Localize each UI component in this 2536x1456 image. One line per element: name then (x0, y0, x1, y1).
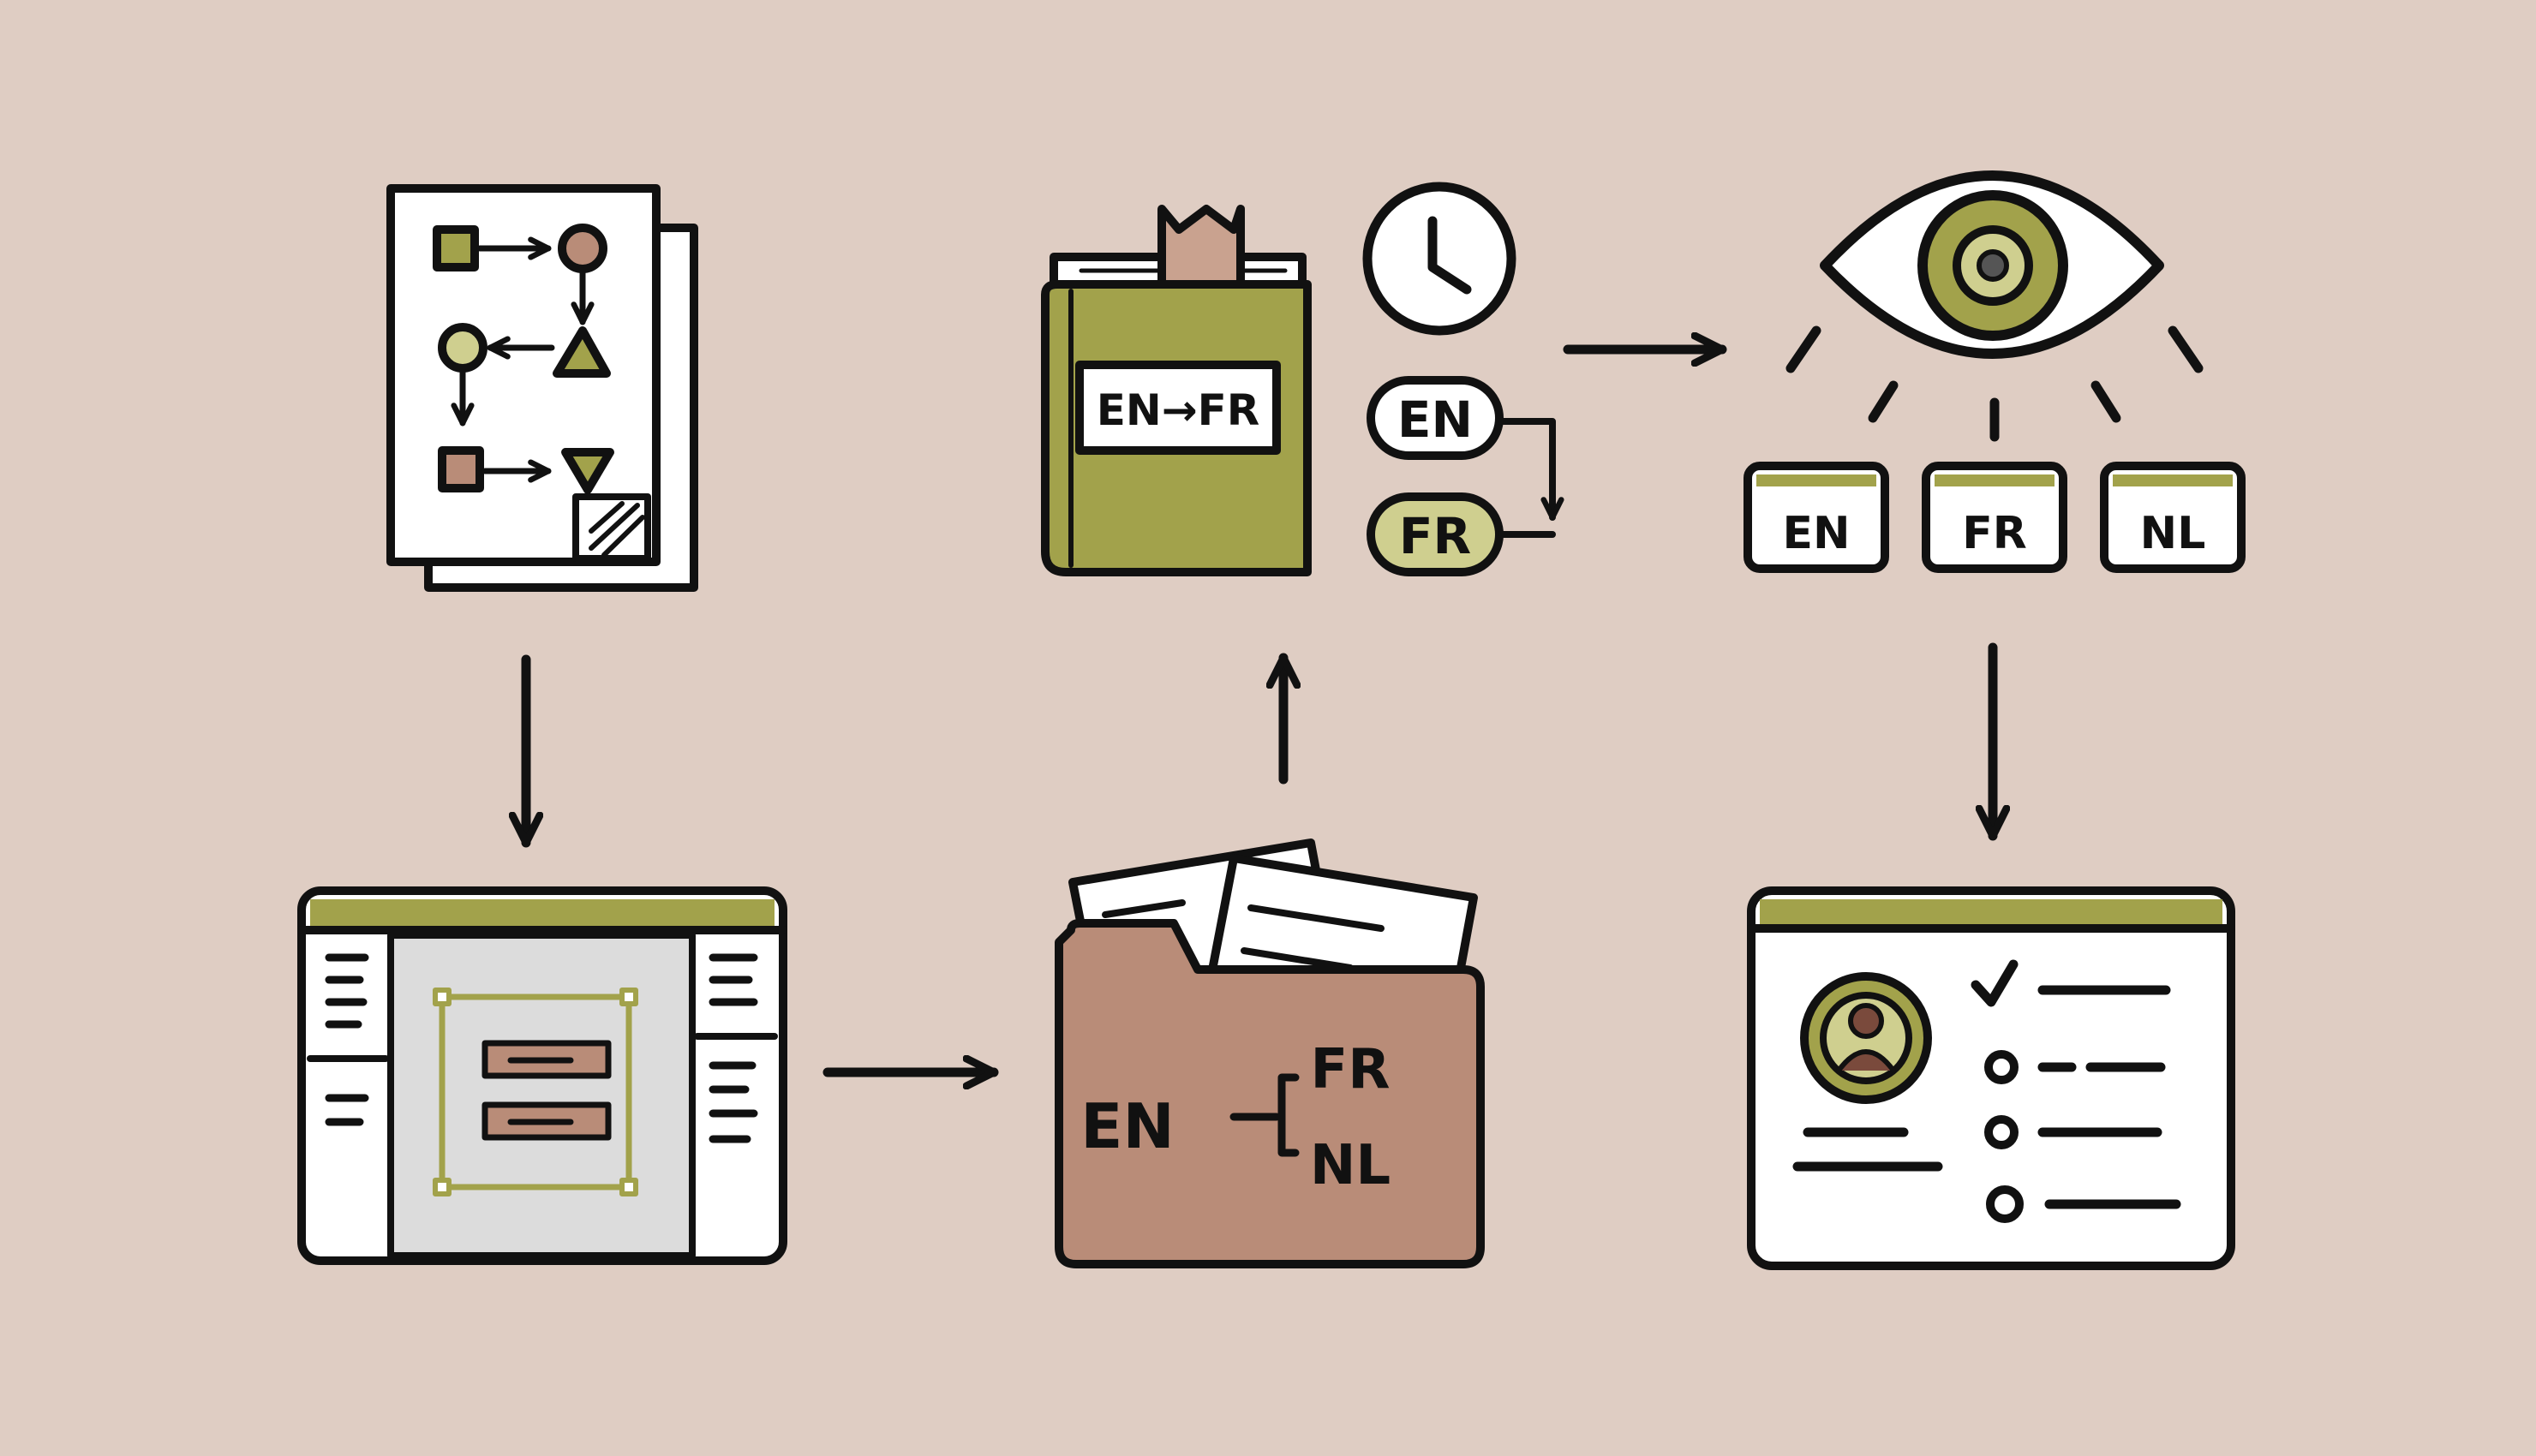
design-editor-window-icon (297, 886, 787, 1265)
glossary-badge-label: EN→FR (1097, 385, 1260, 435)
check-mark-icon (1971, 959, 2019, 1007)
clock-hands (1427, 216, 1472, 295)
language-bracket (1229, 1073, 1300, 1157)
selection-box (439, 994, 632, 1190)
corner-hatch (589, 501, 645, 558)
clock-icon (1362, 182, 1516, 336)
checklist-bullet (1984, 1050, 2019, 1084)
flow-triangle-node (561, 448, 614, 494)
flow-square-node (433, 225, 479, 272)
book-badge (1075, 361, 1281, 455)
profile-title-bar (1760, 899, 2222, 925)
review-file-fr (1922, 462, 2067, 573)
source-language-bubble (1367, 376, 1504, 460)
document-line (1102, 899, 1186, 918)
profile-checklist-window-icon (1747, 886, 2235, 1270)
right-panel-lines (709, 953, 758, 1143)
review-file-label: NL (2140, 508, 2206, 559)
left-panel-lines (325, 953, 369, 1126)
switch-arrow (1498, 418, 1564, 521)
eye-pupil (1977, 249, 2009, 282)
checklist-bullet (1986, 1185, 2024, 1223)
target-language-label: FR (1399, 507, 1471, 565)
review-file-label: FR (1962, 508, 2027, 559)
flowchart-document-icon (386, 184, 698, 592)
flow-arrows (526, 349, 1993, 1072)
document-line (1241, 947, 1354, 971)
file-tab-stripe (2113, 474, 2233, 486)
avatar-body (1836, 1049, 1896, 1073)
review-file-nl (2100, 462, 2246, 573)
glossary-book-icon (1041, 205, 1312, 576)
editor-canvas (387, 932, 696, 1259)
document-line (1247, 904, 1385, 932)
folder-body (1055, 919, 1485, 1268)
file-tab-stripe (1756, 474, 1876, 486)
selection-handles (433, 988, 638, 1196)
avatar-head (1848, 1003, 1884, 1039)
flow-circle-node (558, 224, 607, 273)
folder-source-label: EN (1080, 1090, 1174, 1162)
source-language-label: EN (1397, 391, 1473, 449)
flow-square-node (438, 446, 484, 492)
text-block (481, 1101, 612, 1141)
folder-target-label: NL (1310, 1134, 1391, 1197)
clock-face (1362, 182, 1516, 336)
review-file-en (1744, 462, 1889, 573)
folder-target-label: FR (1311, 1038, 1391, 1101)
eye-rays (1785, 325, 2204, 442)
language-switch-icon (1367, 376, 1564, 576)
editor-title-bar (310, 899, 775, 927)
file-tab-stripe (1935, 474, 2055, 486)
language-folder-icon (1055, 838, 1485, 1268)
review-file-label: EN (1782, 508, 1850, 559)
checklist-bullet (1984, 1115, 2019, 1149)
flow-triangle-node (553, 326, 611, 378)
review-file-tabs (1744, 462, 2246, 573)
eye-icon (1785, 170, 2204, 442)
flow-circle-node (438, 323, 487, 373)
